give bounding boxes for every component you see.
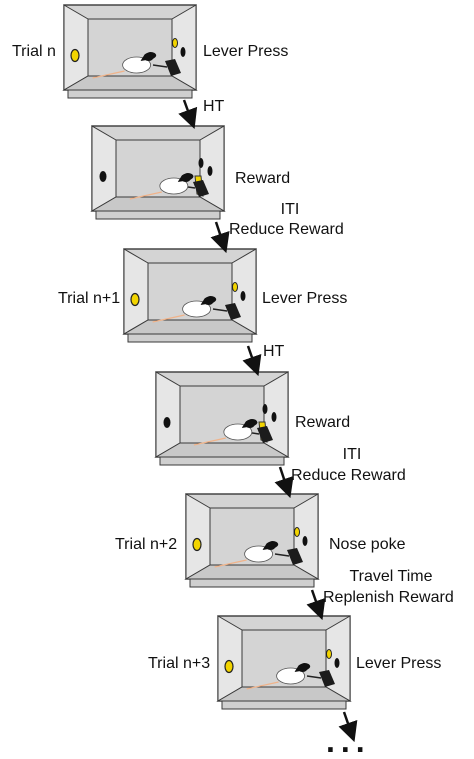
nose-poke-light-on [224,659,234,674]
lever-arm [274,553,290,557]
operant-box [122,248,258,343]
box-floor [90,196,226,212]
box-base [67,89,193,99]
rat-tail [214,559,247,568]
cue-light [198,158,204,168]
lever [165,59,181,76]
nose-poke-light-on [192,537,202,552]
box-base [127,333,253,343]
flow-arrow [178,99,198,130]
cue-light [180,47,186,57]
lever [319,670,335,687]
lever-arm [152,64,168,68]
cue-light [262,404,268,414]
lever-arm [306,675,322,679]
flow-arrow [242,345,262,377]
flow-arrow [274,466,294,499]
rat-head [143,53,154,61]
rat-tail [92,70,125,79]
event-label: Lever Press [262,290,348,307]
rat-body [159,177,189,195]
box-base [159,456,285,466]
box-back-wall [147,262,233,321]
rat-head [265,542,276,550]
cue-light [302,536,308,546]
box-floor [216,686,352,702]
operant-box [90,125,226,220]
transition-label: HT [263,343,285,360]
nose-poke-hole [99,171,107,182]
cue-light [207,166,213,176]
rat-head [180,174,191,182]
box-left-wall [185,493,211,580]
cue-light-on [326,649,332,659]
cue-light [271,412,277,422]
rat-body [276,667,306,685]
event-label: Lever Press [356,655,442,672]
cue-light-on [232,282,238,292]
box-left-wall [123,248,149,335]
operant-box [154,371,290,466]
box-floor [184,564,320,580]
continuation-ellipsis: ... [326,723,371,759]
operant-box [62,4,198,99]
rat-body [223,423,253,441]
trial-label: Trial n+3 [148,655,211,672]
box-floor [122,319,258,335]
trial-label: Trial n+1 [58,290,121,307]
transition-label: Travel Time [349,568,433,585]
box-left-wall [155,371,181,458]
lever-arm [212,308,228,312]
trial-label: Trial n [12,43,56,60]
rat-head [244,420,255,428]
cue-light [240,291,246,301]
event-label: Nose poke [329,536,406,553]
box-base [221,700,347,710]
trial-label: Trial n+2 [115,536,178,553]
operant-box [216,615,352,710]
flow-arrow [306,589,326,621]
transition-label: HT [203,98,225,115]
event-label: Reward [235,170,291,187]
rat-head [297,664,308,672]
operant-box [184,493,320,588]
nose-poke-light-on [130,292,140,307]
rat-body [244,545,274,563]
rat-body [122,56,152,74]
box-left-wall [63,4,89,91]
cue-light-on [172,38,178,48]
rat-tail [193,437,226,446]
event-label: Reward [295,414,351,431]
box-left-wall [217,615,243,702]
box-base [189,578,315,588]
box-floor [154,442,290,458]
nose-poke-hole [163,417,171,428]
lever [257,426,273,443]
lever [225,303,241,320]
transition-label: Reduce Reward [229,221,344,238]
transition-label: ITI [342,446,362,463]
box-base [95,210,221,220]
event-label: Lever Press [203,43,289,60]
box-floor [62,75,198,91]
flow-arrow [338,711,358,743]
rat-body [182,300,212,318]
cue-light [334,658,340,668]
nose-poke-light-on [70,48,80,63]
rat-head [203,297,214,305]
transition-label: Reduce Reward [291,467,406,484]
cue-light-on [294,527,300,537]
transition-label: ITI [280,201,300,218]
rat-tail [152,314,185,323]
flow-arrow [210,221,230,254]
transition-label: Replenish Reward [323,589,454,606]
lever [287,548,303,565]
rat-tail [129,191,162,200]
box-left-wall [91,125,117,212]
lever [193,180,209,197]
rat-tail [246,681,279,690]
